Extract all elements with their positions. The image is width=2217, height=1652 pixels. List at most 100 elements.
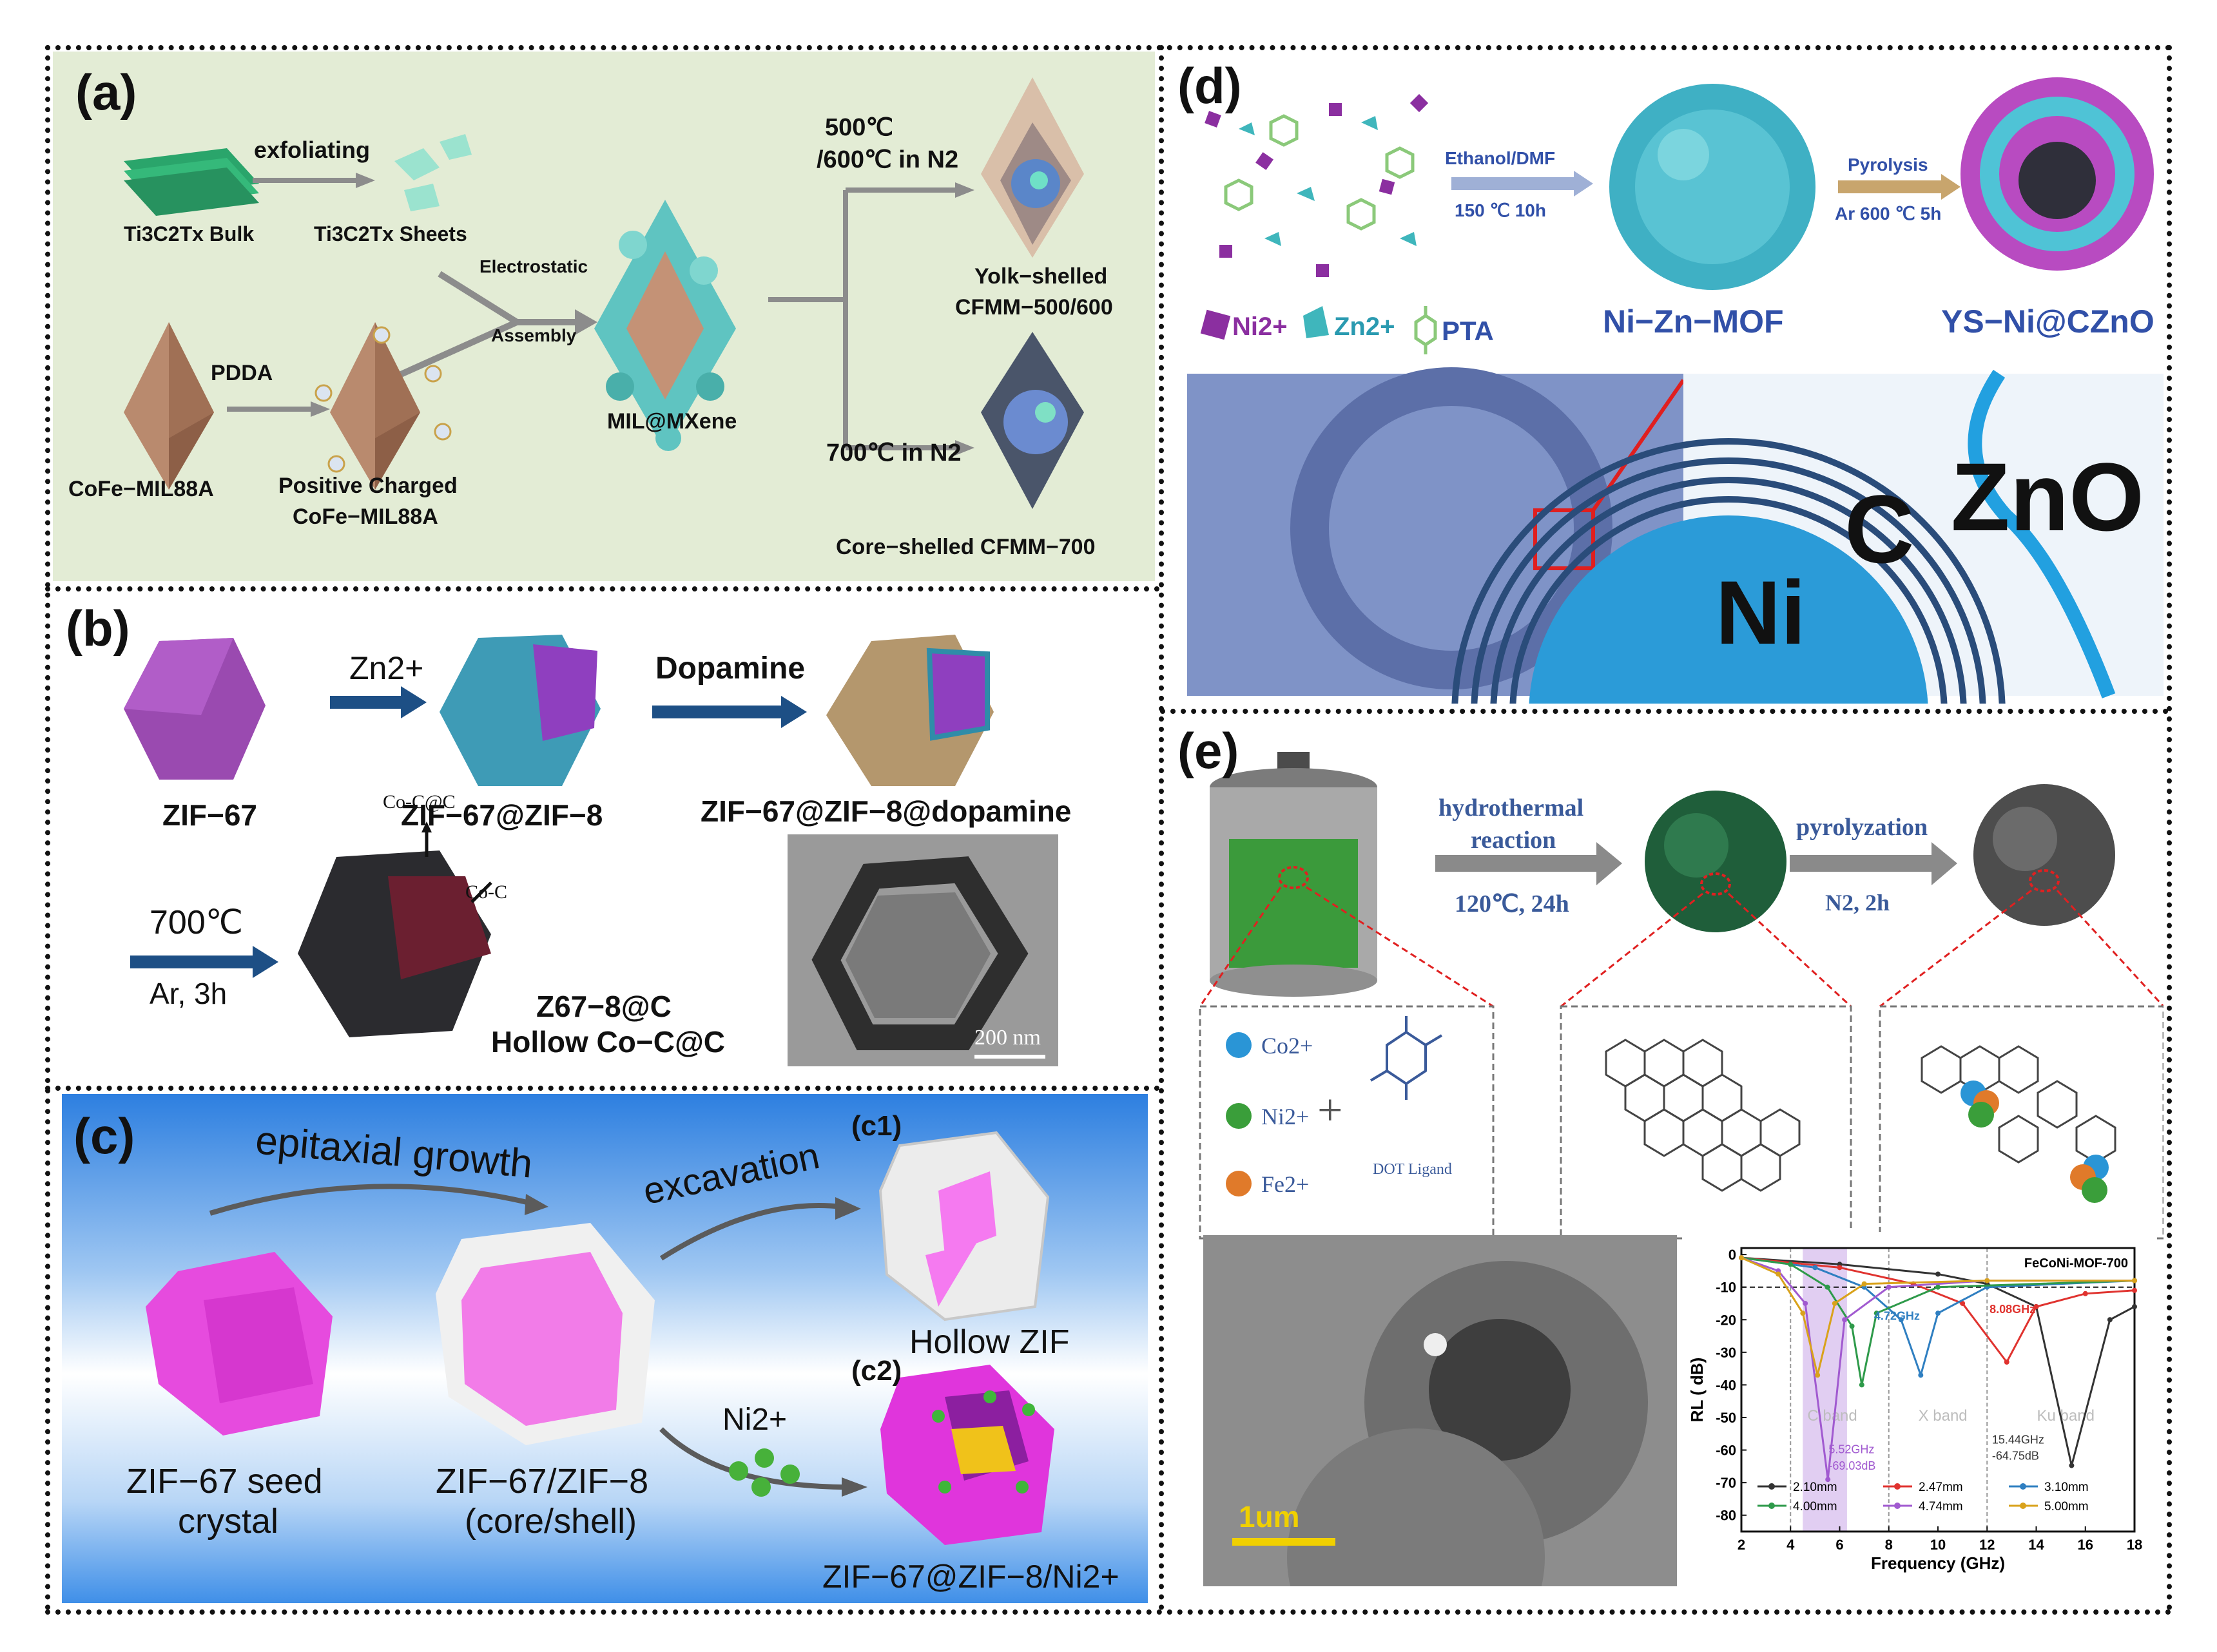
x-tick-label: 14: [2028, 1537, 2044, 1553]
series-point-2.47mm: [2004, 1359, 2009, 1365]
series-point-2.47mm: [2082, 1291, 2088, 1296]
y-tick-label: -70: [1716, 1475, 1736, 1491]
ni-core-label: Ni: [1716, 562, 1806, 663]
mil-mxene-label: MIL@MXene: [607, 409, 737, 434]
series-point-5.00mm: [2132, 1278, 2137, 1283]
ar-label: Ar, 3h: [150, 977, 228, 1010]
series-point-4.74mm: [1803, 1300, 1808, 1306]
tem-hexagon-image: [811, 856, 1029, 1050]
ni-zn-mof-icon: [1609, 84, 1815, 290]
mil-mxene-icon: [594, 200, 736, 451]
panel-b-letter: (b): [66, 600, 130, 657]
pta-legend-icon: [1414, 306, 1437, 354]
panel-a-letter: (a): [75, 64, 137, 120]
assembly-label: Assembly: [491, 325, 577, 345]
legend-marker: [2020, 1503, 2026, 1509]
ni-legend-label: Ni2+: [1232, 312, 1288, 341]
framework-lattice-icon: [1605, 1039, 1801, 1192]
series-line-2.10mm: [1741, 1256, 2135, 1466]
series-point-5.00mm: [1815, 1372, 1821, 1378]
pdda-label: PDDA: [211, 361, 273, 385]
coc-label: Co-C: [465, 881, 508, 903]
core-shell-label-2: (core/shell): [465, 1502, 637, 1541]
zif67-zif8-ni-crystal-icon: [880, 1365, 1054, 1545]
co-label: Co2+: [1261, 1033, 1313, 1059]
cofe-mil88a-icon: [124, 322, 214, 490]
panel-c-letter: (c): [73, 1108, 135, 1164]
zno-label: ZnO: [1951, 443, 2144, 551]
reactants-scatter-icon: [1205, 93, 1429, 277]
annotation-label: 15.44GHz: [1992, 1433, 2044, 1446]
autoclave-icon: [1210, 752, 1377, 997]
final-crystal-label: ZIF−67@ZIF−8/Ni2+: [822, 1559, 1119, 1595]
dot-ligand-icon: [1370, 1016, 1443, 1100]
series-point-5.00mm: [1739, 1255, 1744, 1261]
zn-legend-label: Zn2+: [1334, 312, 1395, 341]
band-label: C band: [1807, 1407, 1857, 1425]
zif67-zif8-dopamine-label: ZIF−67@ZIF−8@dopamine: [701, 794, 1072, 828]
core-shell-crystal-icon: [436, 1223, 655, 1445]
series-point-2.47mm: [1960, 1300, 1966, 1306]
y-tick-label: -80: [1716, 1508, 1736, 1524]
x-tick-label: 10: [1930, 1537, 1946, 1553]
legend-label: 4.00mm: [1793, 1500, 1837, 1513]
yolk-label-2: CFMM−500/600: [955, 295, 1113, 320]
seed-crystal-icon: [146, 1252, 333, 1436]
series-point-5.00mm: [1861, 1281, 1867, 1287]
positive-charged-octahedron-icon: [315, 322, 452, 490]
series-point-4.74mm: [1825, 1477, 1831, 1483]
sheets-label: Ti3C2Tx Sheets: [314, 222, 467, 245]
series-point-3.10mm: [1812, 1265, 1818, 1271]
legend-marker: [1894, 1483, 1901, 1490]
legend-marker: [1768, 1483, 1775, 1490]
green-sphere-icon: [1645, 791, 1786, 932]
cofe-label: CoFe−MIL88A: [68, 477, 214, 501]
carbon-lattice-icon: [1921, 1045, 2116, 1164]
series-line-3.10mm: [1741, 1256, 2135, 1379]
cond-150-label: 150 ℃ 10h: [1455, 200, 1546, 220]
ni-label: Ni2+: [722, 1403, 788, 1437]
hollow-coc-label: Hollow Co−C@C: [491, 1025, 726, 1059]
y-tick-label: -60: [1716, 1443, 1736, 1459]
x-tick-label: 16: [2078, 1537, 2093, 1553]
ethanol-dmf-label: Ethanol/DMF: [1445, 148, 1556, 168]
cond-n2-label: N2, 2h: [1825, 890, 1890, 916]
pyrolysis-label: Pyrolysis: [1848, 155, 1928, 175]
core-shelled-label: Core−shelled CFMM−700: [836, 535, 1096, 559]
series-point-3.10mm: [1898, 1317, 1904, 1323]
hollow-zif-icon: [878, 1131, 1050, 1321]
panel-d: (d) Ethanol/DMF 150 ℃ 10h Pyrolysis Ar 6…: [1168, 52, 2164, 704]
panel-e-letter: (e): [1177, 722, 1239, 779]
c1-label: (c1): [851, 1110, 902, 1142]
yolk-label-1: Yolk−shelled: [974, 264, 1108, 289]
legend-marker: [1768, 1503, 1775, 1509]
series-point-4.74mm: [1886, 1284, 1892, 1290]
hollow-coc-polyhedron-icon: [298, 850, 491, 1037]
series-point-4.74mm: [1842, 1317, 1848, 1323]
plus-label: +: [1317, 1086, 1343, 1135]
zn-legend-icon: [1303, 306, 1329, 338]
annotation-label: -69.03dB: [1828, 1459, 1875, 1472]
panel-d-letter: (d): [1177, 57, 1242, 114]
x-tick-label: 8: [1885, 1537, 1893, 1553]
zif67-polyhedron-icon: [124, 638, 266, 780]
series-line-2.47mm: [1741, 1256, 2135, 1364]
panel-a: (a) exfoliating Ti3C2Tx Bulk Ti3C2Tx She…: [53, 52, 1155, 581]
dopamine-label: Dopamine: [655, 651, 806, 686]
zif67-zif8-polyhedron-icon: [440, 635, 601, 786]
ys-ni-czno-icon: [1960, 77, 2154, 271]
series-point-4.00mm: [1825, 1284, 1830, 1290]
coc-c-label: Co-C@C: [383, 791, 456, 812]
series-point-4.00mm: [1849, 1323, 1855, 1329]
series-point-2.47mm: [2132, 1287, 2137, 1293]
x-tick-label: 4: [1786, 1537, 1795, 1553]
legend-marker: [1894, 1503, 1901, 1509]
exfoliating-label: exfoliating: [254, 137, 371, 163]
z678-label: Z67−8@C: [536, 990, 672, 1023]
legend-label: 5.00mm: [2044, 1500, 2089, 1513]
panel-b: (b) Zn2+ Dopamine ZIF−67 ZIF−67@ZIF−8 ZI…: [53, 593, 1155, 1081]
divider-de: [1160, 709, 2169, 714]
c2-label: (c2): [851, 1355, 902, 1387]
series-point-3.10mm: [1918, 1372, 1924, 1378]
